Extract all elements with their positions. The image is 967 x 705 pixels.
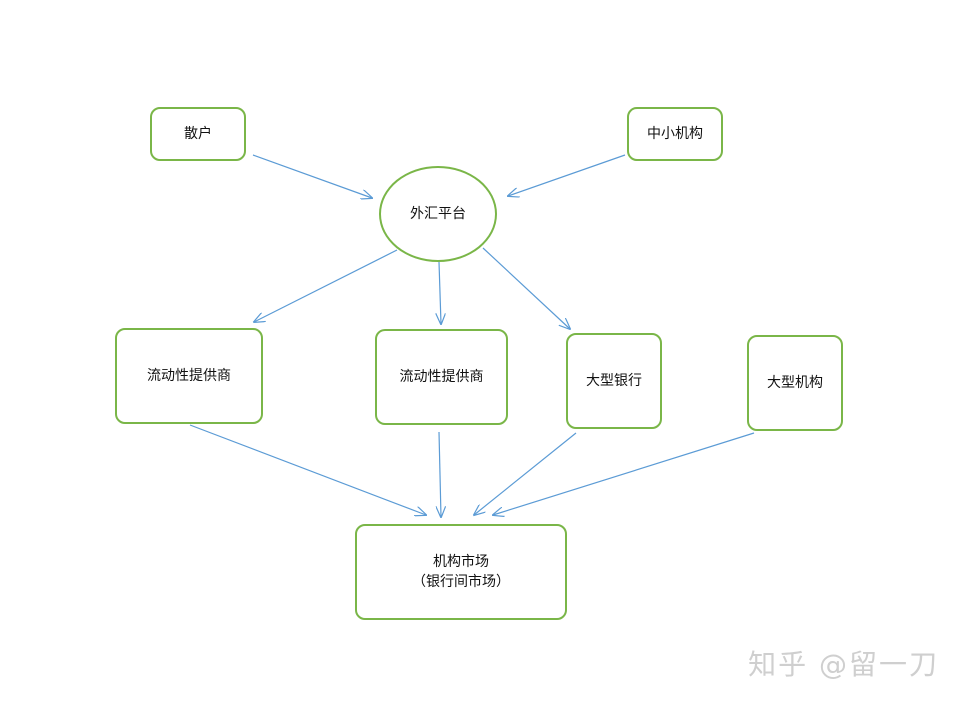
fx-platform-node: 外汇平台 [379,166,497,262]
arrow-biginst-to-market [493,432,755,515]
interbank-market-label: 机构市场 [433,554,489,570]
big-bank-node: 大型银行 [566,333,662,429]
liquidity-provider-node-2: 流动性提供商 [375,329,508,425]
interbank-market-sublabel: （银行间市场） [412,574,510,590]
arrow-lp1-to-market [189,424,426,515]
zhihu-watermark: 知乎 @留一刀 [748,648,939,681]
big-institution-node: 大型机构 [747,335,843,431]
arrow-platform-to-bigbank [482,247,570,329]
retail-label: 散户 [184,126,212,142]
arrow-smb-to-platform [508,154,626,196]
arrow-platform-to-lp2 [439,261,441,324]
fx-platform-label: 外汇平台 [410,206,466,222]
liquidity-provider-label-1: 流动性提供商 [147,368,231,384]
arrow-platform-to-lp1 [254,249,398,322]
liquidity-provider-label-2: 流动性提供商 [399,369,484,385]
arrow-bigbank-to-market [474,432,577,515]
retail-node: 散户 [150,107,246,161]
liquidity-provider-node-1: 流动性提供商 [115,328,263,424]
interbank-market-node: 机构市场 （银行间市场） [355,524,567,620]
smb-label: 中小机构 [647,126,703,142]
big-bank-label: 大型银行 [586,373,642,389]
arrow-retail-to-platform [252,154,372,198]
big-institution-label: 大型机构 [767,375,823,391]
smb-node: 中小机构 [627,107,723,161]
arrow-lp2-to-market [439,431,441,517]
